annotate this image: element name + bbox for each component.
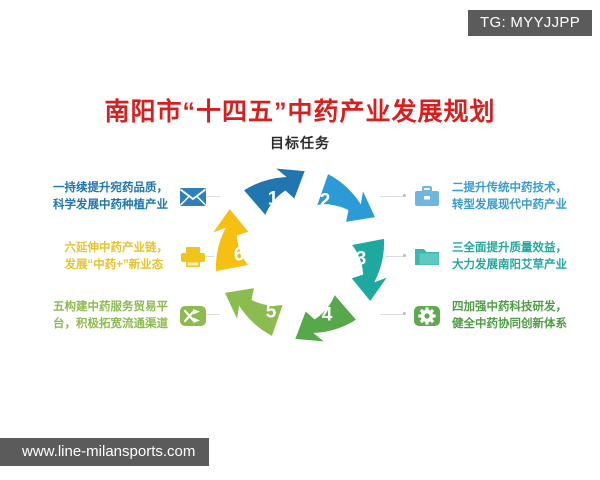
list-item-3[interactable]: 三全面提升质量效益， 大力发展南阳艾草产业 (412, 240, 600, 274)
connector-line-left-6 (196, 256, 216, 257)
list-item-5[interactable]: 五构建中药服务贸易平 台，积极拓宽流通渠道 (8, 299, 208, 333)
cycle-segment-3[interactable]: 3 (346, 235, 393, 305)
item-6-label: 六延伸中药产业链， 发展“中药+”新业态 (64, 242, 169, 271)
page-subtitle: 目标任务 (270, 135, 330, 151)
cycle-segment-1-number: 1 (268, 189, 279, 210)
cycle-segment-6-number: 6 (234, 245, 245, 266)
cycle-segment-3-number: 3 (356, 249, 367, 270)
connector-line-right-2 (380, 196, 404, 197)
printer-icon (178, 242, 208, 272)
site-watermark: www.line-milansports.com (0, 438, 210, 466)
cycle-segment-4-number: 4 (322, 305, 333, 326)
gear-icon (412, 301, 442, 331)
cycle-diagram: 1 2 3 4 5 6 (207, 162, 393, 348)
cycle-segment-6[interactable]: 6 (207, 205, 254, 275)
cycle-segment-4[interactable]: 4 (281, 287, 362, 348)
item-3-label: 三全面提升质量效益， 大力发展南阳艾草产业 (452, 242, 567, 271)
list-item-1[interactable]: 一持续提升宛药品质， 科学发展中药种植产业 (8, 180, 208, 214)
envelope-icon (178, 182, 208, 212)
connector-dot-right-3 (403, 254, 406, 257)
list-item-6[interactable]: 六延伸中药产业链， 发展“中药+”新业态 (8, 240, 208, 274)
list-item-2[interactable]: 二提升传统中药技术， 转型发展现代中药产业 (412, 180, 600, 214)
cycle-segment-2-number: 2 (320, 191, 331, 212)
connector-line-right-4 (380, 314, 404, 315)
cycle-segment-2[interactable]: 2 (307, 166, 388, 239)
list-item-4[interactable]: 四加强中药科技研发， 健全中药协同创新体系 (412, 299, 600, 333)
item-2-label: 二提升传统中药技术， 转型发展现代中药产业 (452, 182, 567, 211)
folder-icon (412, 242, 442, 272)
item-1-label: 一持续提升宛药品质， 科学发展中药种植产业 (53, 182, 168, 211)
shuffle-icon (178, 301, 208, 331)
item-4-label: 四加强中药科技研发， 健全中药协同创新体系 (452, 301, 567, 330)
page-title: 南阳市“十四五”中药产业发展规划 (104, 98, 496, 126)
briefcase-icon (412, 182, 442, 212)
connector-line-right-3 (384, 256, 404, 257)
cycle-segment-1[interactable]: 1 (238, 162, 319, 223)
item-5-label: 五构建中药服务贸易平 台，积极拓宽流通渠道 (53, 301, 168, 330)
tg-badge: TG: MYYJJPP (468, 10, 592, 36)
connector-dot-right-4 (403, 312, 406, 315)
connector-line-left-5 (196, 314, 220, 315)
cycle-segment-5[interactable]: 5 (212, 271, 293, 344)
connector-line-left-1 (196, 196, 220, 197)
connector-dot-right-2 (403, 194, 406, 197)
cycle-segment-5-number: 5 (266, 302, 277, 323)
